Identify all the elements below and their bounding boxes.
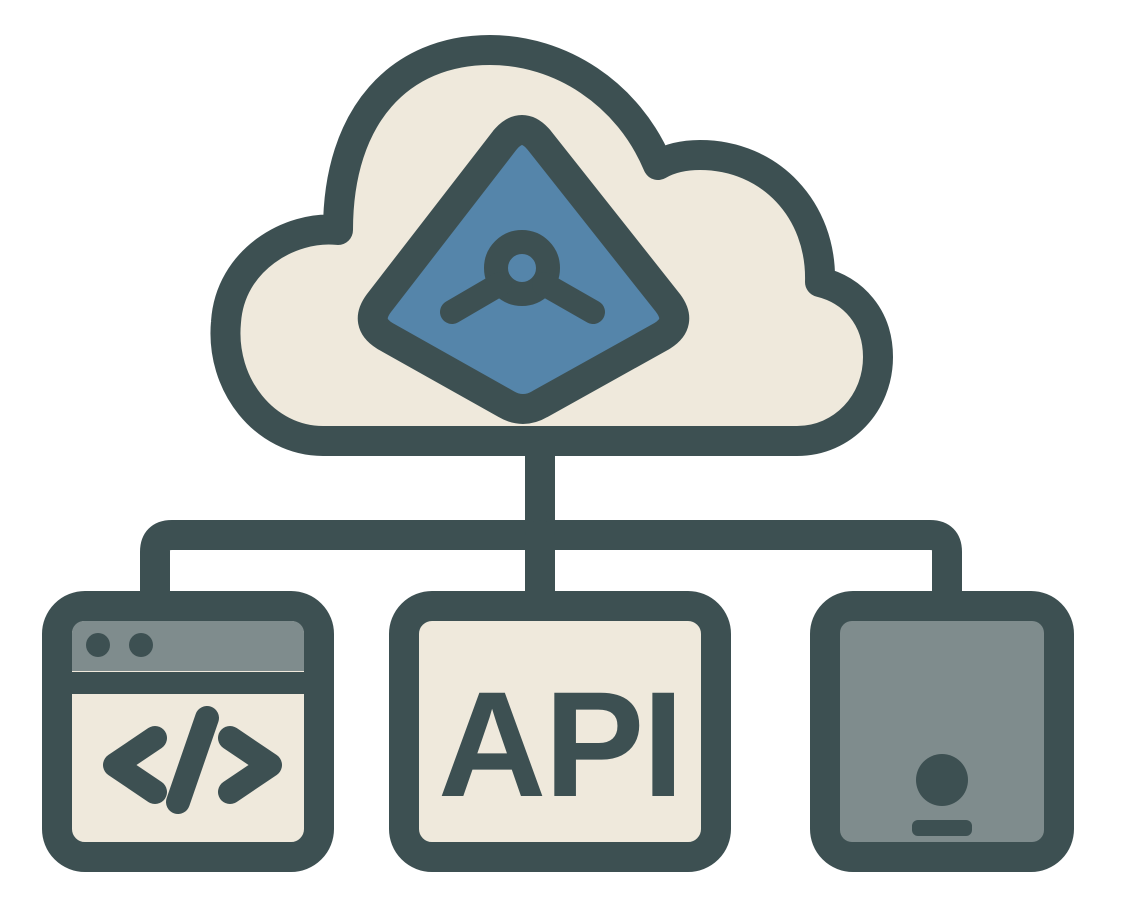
browser-dot-icon <box>129 633 153 657</box>
mobile-device-icon <box>810 591 1074 872</box>
device-screen <box>840 621 1044 842</box>
device-speaker-bar <box>912 820 972 836</box>
device-home-button-icon <box>916 754 968 806</box>
browser-dot-icon <box>86 633 110 657</box>
diamond-node-icon <box>357 115 690 424</box>
browser-code-icon <box>42 591 334 872</box>
api-panel <box>389 591 731 872</box>
browser-titlebar-base <box>72 650 304 671</box>
code-brackets-icon <box>103 706 282 814</box>
api-label: API <box>438 660 682 828</box>
diamond-hub-spokes <box>440 272 605 324</box>
connectors <box>140 440 962 615</box>
api-box: API <box>389 591 731 872</box>
cloud-icon <box>210 35 893 456</box>
